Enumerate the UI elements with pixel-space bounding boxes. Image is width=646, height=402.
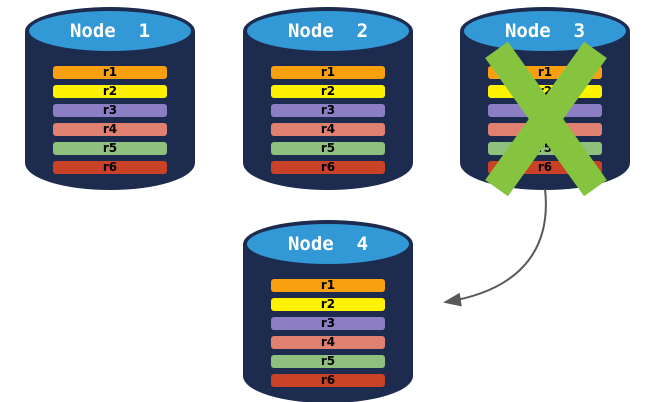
row-list: r1 r2 r3 r4 r5 r6 — [271, 279, 385, 387]
row-r1: r1 — [53, 66, 167, 79]
row-r1: r1 — [271, 66, 385, 79]
cylinder-lid — [247, 224, 409, 264]
row-list: r1 r2 r3 r4 r5 r6 — [53, 66, 167, 174]
row-r4: r4 — [53, 123, 167, 136]
failure-x-icon — [485, 41, 607, 196]
cylinder-lid — [29, 11, 191, 51]
row-list: r1 r2 r3 r4 r5 r6 — [271, 66, 385, 174]
node-1: Node 1 r1 r2 r3 r4 r5 r6 — [25, 7, 195, 190]
row-r6: r6 — [271, 161, 385, 174]
row-r5: r5 — [53, 142, 167, 155]
row-r5: r5 — [271, 142, 385, 155]
node-title: Node 1 — [69, 20, 151, 42]
node-title: Node 3 — [504, 20, 586, 42]
row-r3: r3 — [271, 104, 385, 117]
row-r4: r4 — [271, 123, 385, 136]
node-4: Node 4 r1 r2 r3 r4 r5 r6 — [243, 220, 413, 402]
row-r3: r3 — [53, 104, 167, 117]
node-title: Node 4 — [287, 233, 369, 255]
row-r6: r6 — [53, 161, 167, 174]
cylinder-lid — [247, 11, 409, 51]
cylinder-lid — [464, 11, 626, 51]
arrow-curve — [443, 188, 547, 307]
row-r5: r5 — [271, 355, 385, 368]
row-r6: r6 — [271, 374, 385, 387]
node-2: Node 2 r1 r2 r3 r4 r5 r6 — [243, 7, 413, 190]
row-r2: r2 — [271, 298, 385, 311]
row-r4: r4 — [271, 336, 385, 349]
row-r2: r2 — [53, 85, 167, 98]
row-r2: r2 — [271, 85, 385, 98]
node-3: Node 3 r1 r2 r3 r4 r5 r6 — [460, 7, 630, 196]
row-r3: r3 — [271, 317, 385, 330]
row-r1: r1 — [271, 279, 385, 292]
node-title: Node 2 — [287, 20, 369, 42]
